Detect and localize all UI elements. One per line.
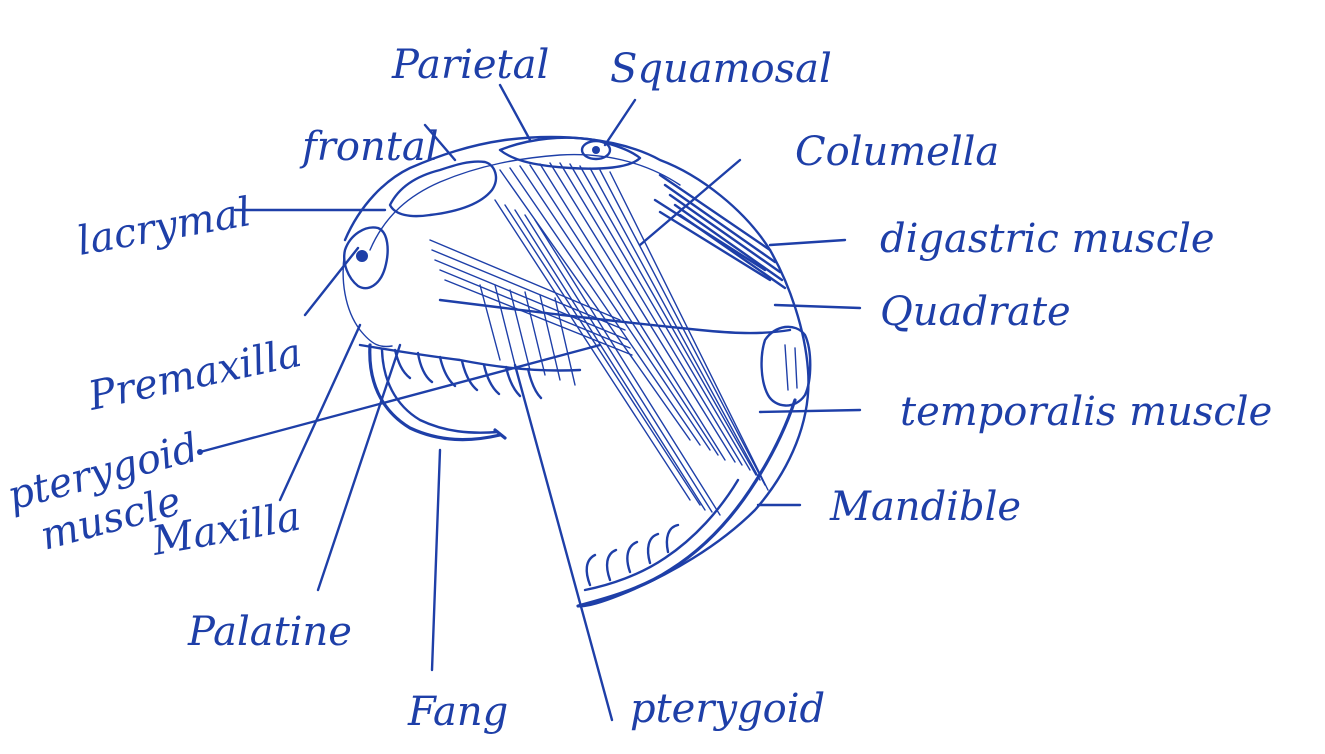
label-columella: Columella: [795, 129, 999, 175]
maxillary-teeth: [395, 350, 541, 398]
quadrate-inner: [785, 345, 788, 390]
label-quadrate: Quadrate: [880, 289, 1071, 335]
squamosal-dot: [592, 146, 600, 154]
label-palatine: Palatine: [187, 609, 352, 655]
pterygoid-bar: [440, 300, 790, 333]
labels: Parietal Squamosal frontal Columella lac…: [3, 42, 1273, 735]
label-premaxilla: Premaxilla: [84, 330, 306, 420]
leader-digastric: [770, 240, 845, 245]
label-temporalis: temporalis muscle: [900, 389, 1272, 435]
leader-premaxilla: [305, 248, 358, 315]
label-parietal: Parietal: [391, 42, 549, 88]
skull-drawing: [343, 137, 810, 606]
label-fang: Fang: [407, 689, 508, 735]
label-lacrymal: lacrymal: [74, 189, 255, 265]
label-digastric: digastric muscle: [880, 216, 1215, 262]
leader-palatine: [318, 345, 400, 590]
leader-temporalis: [760, 410, 860, 412]
leader-parietal: [500, 85, 530, 140]
leader-quadrate: [775, 305, 860, 308]
orbit-spot: [356, 250, 368, 262]
leader-fang: [432, 450, 440, 670]
leader-pterygoid: [515, 365, 612, 720]
digastric-fibres: [655, 175, 785, 288]
leader-squamosal: [605, 100, 635, 145]
label-squamosal: Squamosal: [610, 46, 832, 92]
label-frontal: frontal: [299, 124, 438, 170]
label-pterygoid: pterygoid: [630, 686, 825, 732]
label-mandible: Mandible: [829, 484, 1021, 530]
